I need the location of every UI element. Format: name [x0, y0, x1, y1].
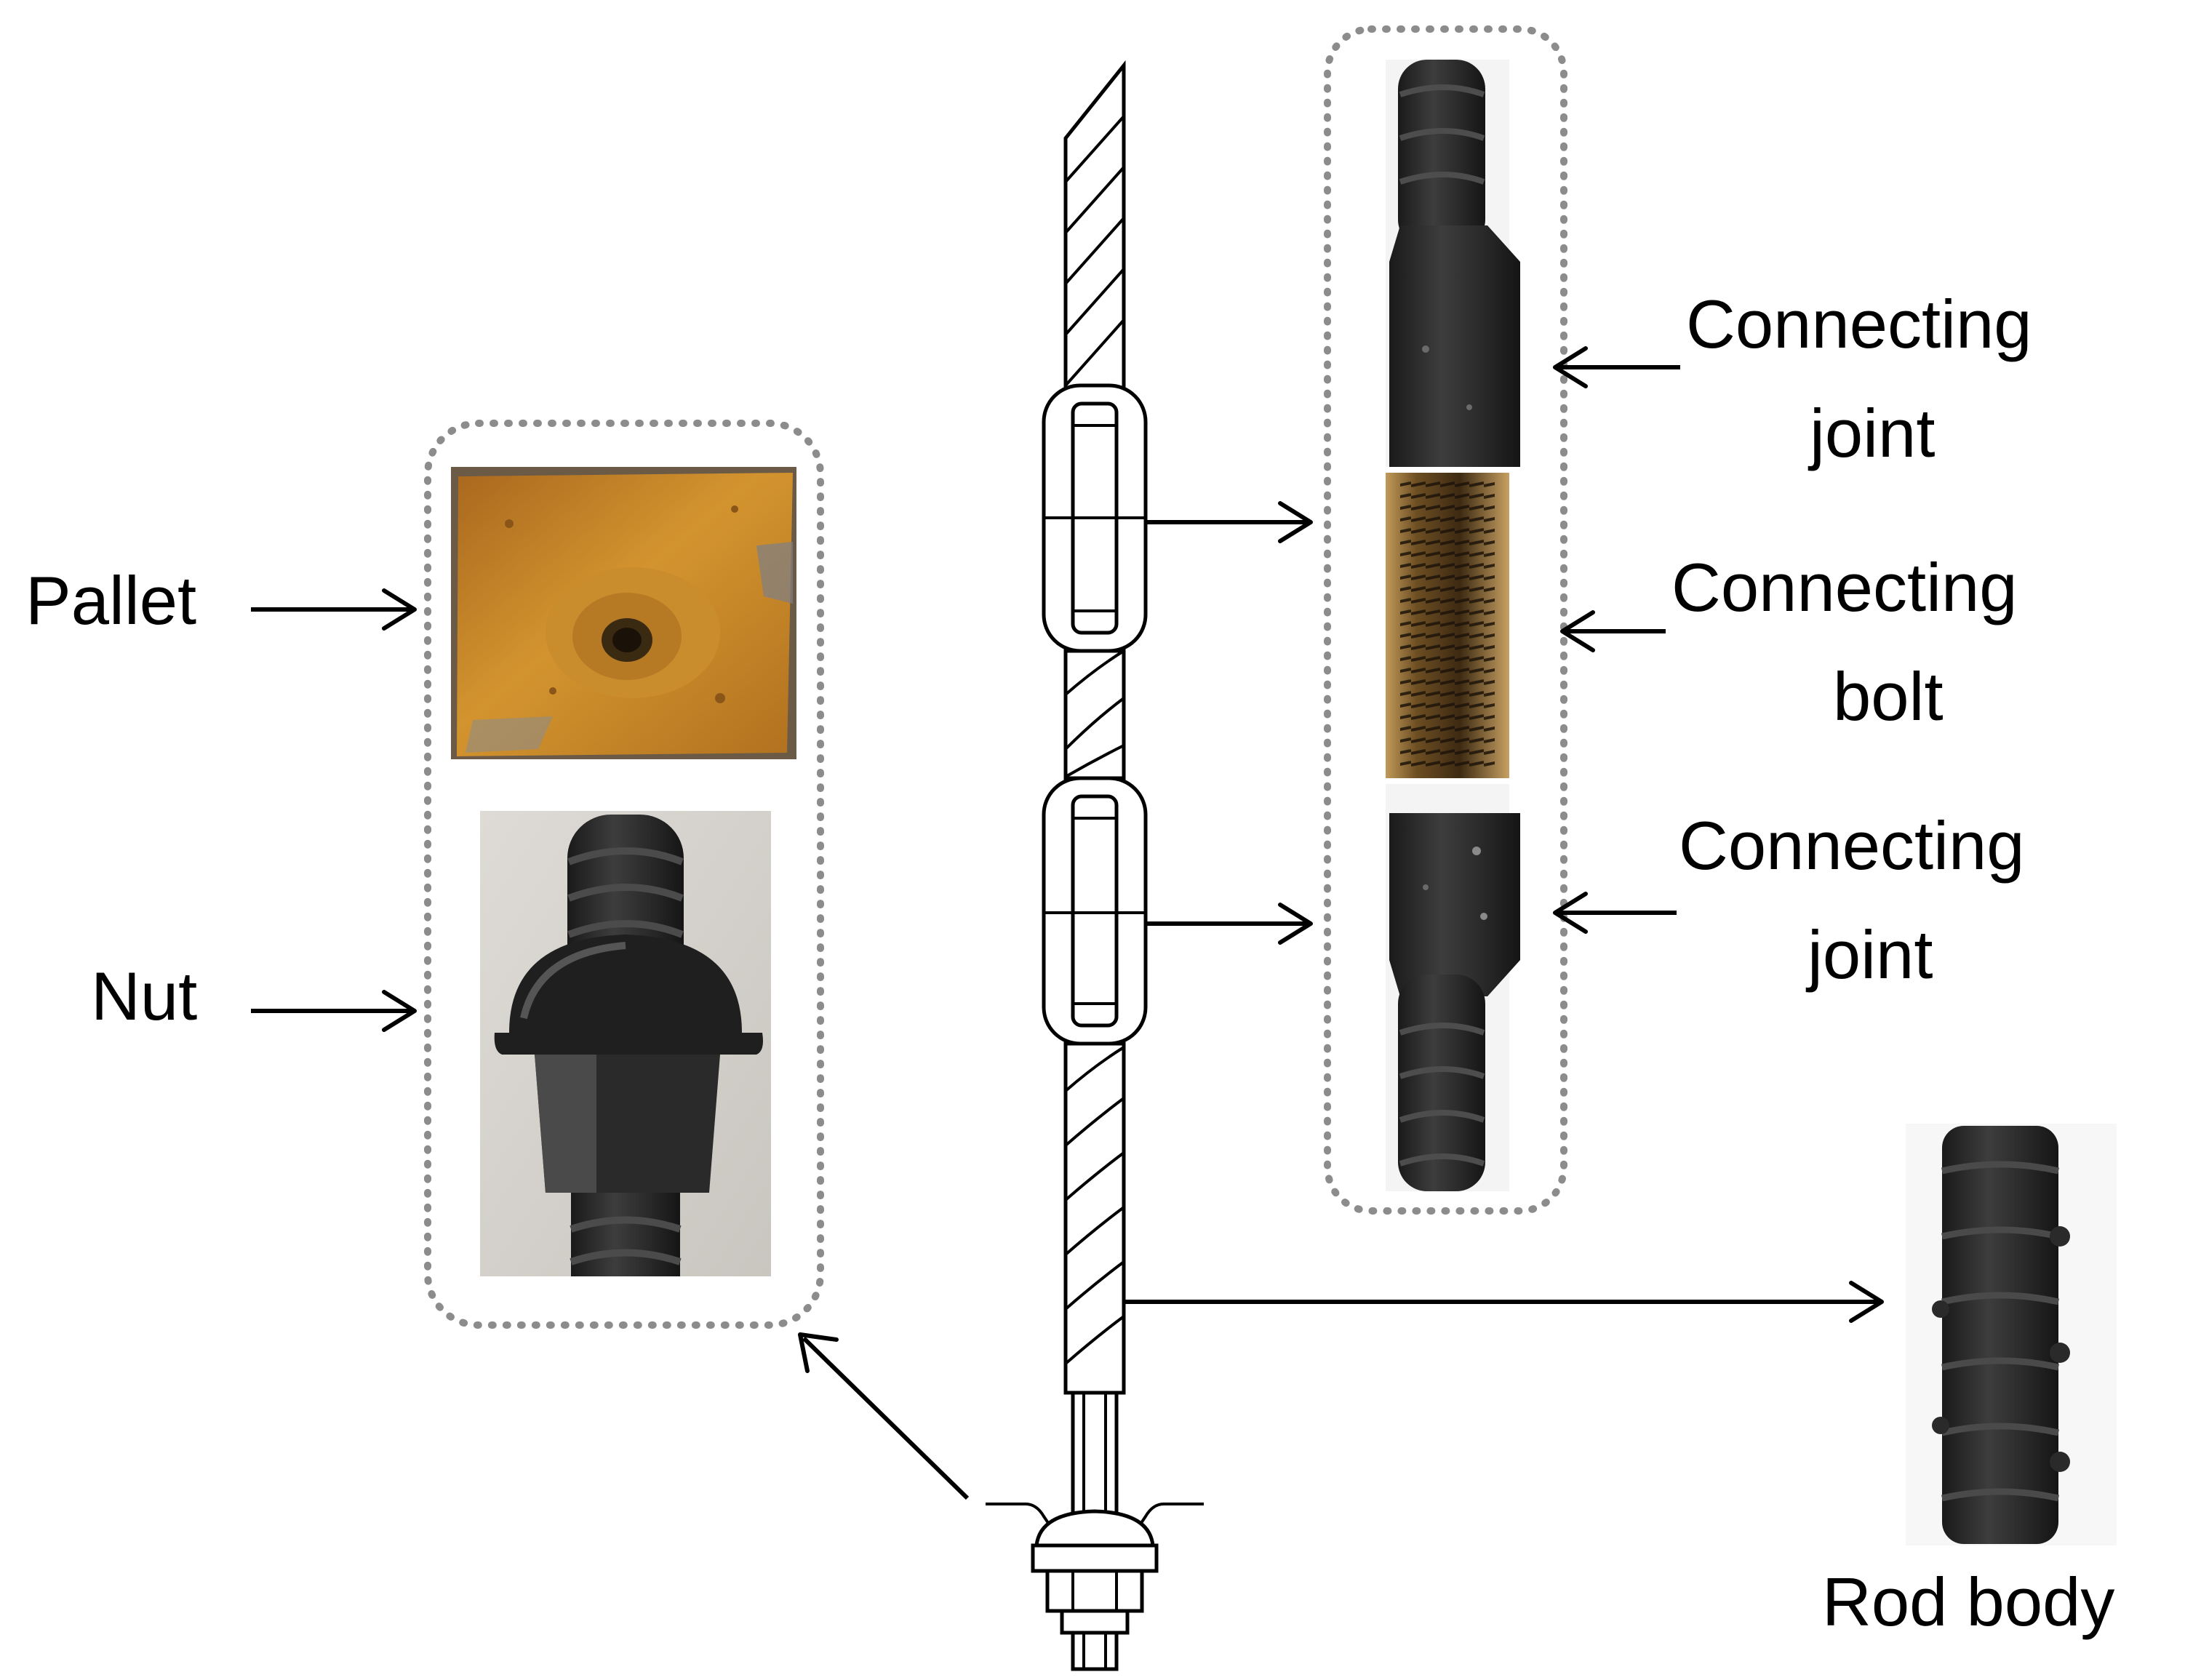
connecting-joint-bottom-label-line1: Connecting [1679, 807, 2025, 884]
pallet-arrow-head-icon [382, 588, 417, 631]
bolt-arrow-head-icon [1560, 610, 1595, 652]
connecting-joint-top-photo [1386, 60, 1520, 467]
anchor-arrow-head-icon [798, 1332, 839, 1373]
connecting-joint-bottom-photo [1386, 784, 1520, 1191]
connecting-joint-top-label-line2: joint [1807, 395, 1935, 471]
connecting-group-border [1324, 25, 1567, 1215]
connecting-bolt-label-line1: Connecting [1671, 549, 2018, 625]
coupling-top-arrow-head-icon [1278, 501, 1313, 543]
rod-body-label: Rod body [1822, 1564, 2114, 1640]
pallet-label: Pallet [25, 562, 196, 639]
anchor-to-group-arrow [802, 1336, 970, 1500]
nut-label: Nut [91, 958, 197, 1034]
connecting-bolt-label-line2: bolt [1833, 658, 1944, 735]
joint-top-arrow-head-icon [1553, 346, 1588, 388]
rod-body-photo [1906, 1124, 2117, 1545]
pallet-nut-group-border [424, 420, 824, 1329]
joint-bottom-arrow-head-icon [1553, 892, 1588, 934]
connecting-bolt-photo [1386, 473, 1509, 778]
rod-drawing [986, 60, 1204, 1671]
rod-body-arrow-head-icon [1849, 1281, 1884, 1323]
connecting-joint-bottom-label-line2: joint [1805, 916, 1933, 993]
pallet-photo [451, 467, 796, 759]
connecting-joint-top-label-line1: Connecting [1686, 286, 2032, 362]
coupling-bottom-arrow-head-icon [1278, 903, 1313, 945]
nut-photo [480, 811, 771, 1276]
nut-arrow-head-icon [382, 990, 417, 1032]
